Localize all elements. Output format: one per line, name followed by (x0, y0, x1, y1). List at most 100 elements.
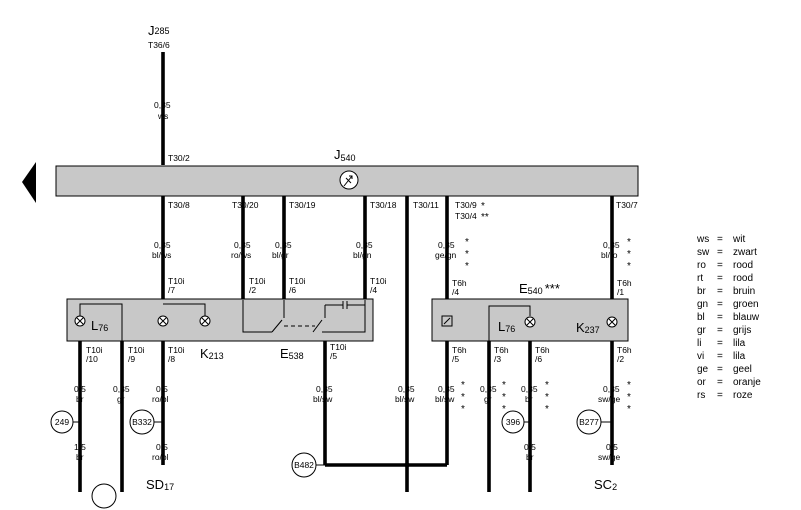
switch-e540-icon (441, 315, 453, 327)
svg-text:***: *** (545, 380, 549, 415)
component-l76-a: L76 (91, 318, 108, 333)
svg-text:0,5ro/bl: 0,5ro/bl (152, 442, 169, 462)
legend-code: rs (697, 390, 706, 401)
legend-meaning: rood (733, 260, 754, 271)
legend-row: ge=geel (697, 363, 761, 376)
legend-code: li (697, 338, 702, 349)
point-249 (50, 410, 74, 434)
svg-text:B332: B332 (132, 417, 152, 427)
w-up-1a: 0,35 (154, 240, 171, 250)
svg-text:249: 249 (55, 417, 69, 427)
legend-meaning: blauw (733, 312, 760, 323)
legend-code: vi (697, 351, 705, 362)
legend-row: ws=wit (697, 233, 761, 246)
svg-text:T10i/7: T10i/7 (168, 276, 185, 295)
svg-text:T10i/8: T10i/8 (168, 345, 185, 364)
svg-text:B277: B277 (579, 417, 599, 427)
legend-code: ws (697, 234, 710, 245)
svg-text:B482: B482 (294, 460, 314, 470)
legend-equals: = (717, 338, 723, 349)
svg-text:T30/8: T30/8 (168, 200, 190, 210)
svg-text:T6h/2: T6h/2 (617, 345, 632, 364)
svg-text:T30/20: T30/20 (232, 200, 259, 210)
legend-equals: = (717, 299, 723, 310)
legend-row: or=oranje (697, 376, 761, 389)
svg-text:T6h/3: T6h/3 (494, 345, 509, 364)
legend-meaning: lila (733, 351, 746, 362)
point-bottom-partial (91, 483, 117, 509)
legend-row: rs = roze (697, 389, 761, 402)
svg-text:1,5br: 1,5br (74, 442, 86, 462)
svg-text:T30/11: T30/11 (413, 200, 439, 210)
lower-wires (78, 341, 614, 492)
component-k213: K213 (200, 346, 224, 361)
legend-row: vi=lila (697, 350, 761, 363)
legend-equals: = (717, 286, 723, 297)
legend-equals: = (717, 325, 723, 336)
svg-text:0,5sw/ge: 0,5sw/ge (598, 442, 620, 462)
upper-wires (161, 196, 614, 492)
legend-equals: = (717, 273, 723, 284)
svg-text:T10i/4: T10i/4 (370, 276, 387, 295)
svg-text:T10i/5: T10i/5 (330, 342, 347, 361)
legend-row: gn = groen (697, 298, 761, 311)
lower-pins: T10i/10 T10i/9 T10i/8 T10i/5 T6h/5 T6h/3… (86, 342, 632, 364)
svg-text:**: ** (481, 212, 489, 223)
svg-text:*: * (481, 201, 485, 212)
svg-text:T30/19: T30/19 (289, 200, 316, 210)
legend-row: gr=grijs (697, 324, 761, 337)
switch-e538-a-icon (271, 319, 283, 333)
ground-sd17: SD17 (146, 477, 174, 492)
svg-text:T30/9: T30/9 (455, 200, 477, 210)
point-b482 (291, 452, 317, 478)
svg-text:T10i/6: T10i/6 (289, 276, 306, 295)
legend-code: rt (697, 273, 704, 284)
legend-code: ro (697, 260, 706, 271)
component-e538: E538 (280, 346, 304, 361)
pin-t30-2: T30/2 (168, 153, 190, 163)
legend-meaning: roze (733, 390, 753, 401)
legend-meaning: zwart (733, 247, 757, 258)
svg-text:T6h/6: T6h/6 (535, 345, 550, 364)
wire-color-top: ws (157, 111, 168, 121)
legend-row: rt=rood (697, 272, 761, 285)
svg-text:T30/7: T30/7 (616, 200, 638, 210)
svg-text:***: *** (461, 380, 465, 415)
legend-meaning: oranje (733, 377, 761, 388)
svg-text:T6h/1: T6h/1 (617, 278, 632, 297)
svg-text:***: *** (465, 237, 469, 272)
legend-code: ge (697, 364, 709, 375)
legend-equals: = (717, 234, 723, 245)
svg-text:T30/4: T30/4 (455, 211, 477, 221)
legend-equals: = (717, 390, 723, 401)
legend-code: br (697, 286, 706, 297)
component-l76-b: L76 (498, 319, 515, 334)
switch-e538-b-icon (312, 319, 323, 333)
svg-text:0,5ro/bl: 0,5ro/bl (152, 384, 169, 404)
left-box-internals (74, 300, 366, 344)
legend-code: sw (697, 247, 710, 258)
legend-row: bl=blauw (697, 311, 761, 324)
svg-text:***: *** (502, 380, 506, 415)
svg-text:T6h/4: T6h/4 (452, 278, 467, 297)
connection-points: 249 B332 B482 396 B277 (50, 409, 612, 478)
legend-meaning: bruin (733, 286, 756, 297)
previous-page-arrow-icon[interactable] (22, 162, 36, 203)
svg-text:T10i/10: T10i/10 (86, 345, 103, 364)
component-e540: E540*** (519, 281, 560, 296)
legend-meaning: groen (733, 299, 759, 310)
svg-text:0,5br: 0,5br (74, 384, 86, 404)
legend-code: gn (697, 299, 709, 310)
legend-equals: = (717, 247, 723, 258)
legend-meaning: lila (733, 338, 746, 349)
